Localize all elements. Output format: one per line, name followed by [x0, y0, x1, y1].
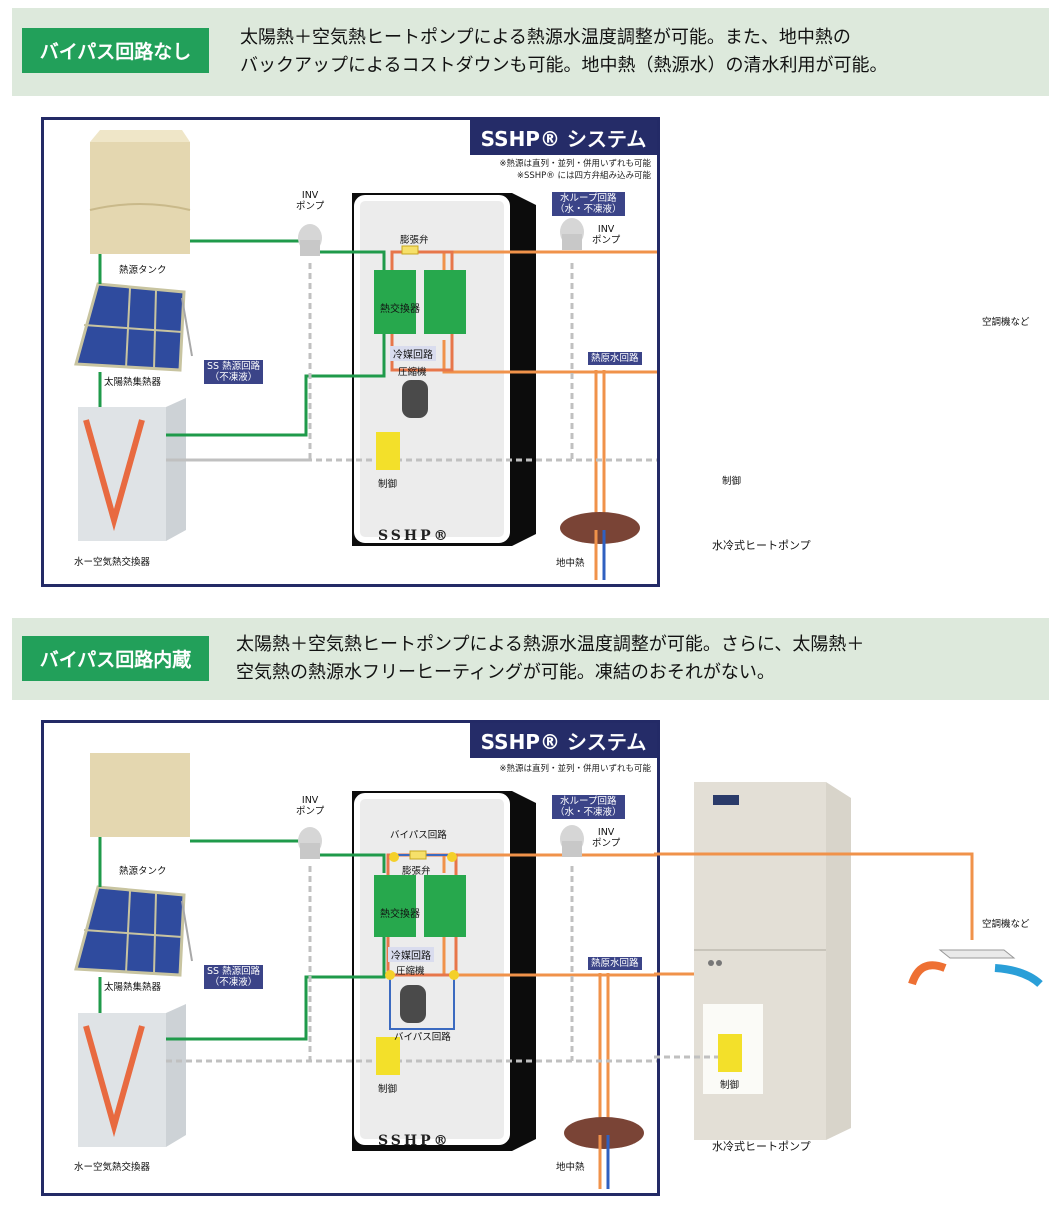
diagram-2-graphics	[74, 753, 657, 1189]
section2-desc-line2: 空気熱の熱源水フリーヒーティングが可能。凍結のおそれがない。	[236, 662, 775, 683]
solar-collector-label: 太陽熱集熱器	[104, 982, 162, 993]
compressor-label: 圧縮機	[396, 966, 425, 977]
inv-pump-label-2: INV ポンプ	[592, 827, 621, 849]
inv-pump-label-1: INV ポンプ	[296, 190, 325, 212]
control-label-2: 制御	[722, 476, 742, 487]
section1-desc-line2: バックアップによるコストダウンも可能。地中熱（熱源水）の清水利用が可能。	[240, 55, 888, 76]
heat-source-water-label: 熱原水回路	[588, 352, 642, 365]
air-hx-label: 水ー空気熱交換器	[74, 557, 151, 568]
note-series-parallel: ※熱源は直列・並列・併用いずれも可能	[499, 159, 651, 169]
system-title: SSHP® システム	[470, 120, 657, 155]
ss-circuit-label: SS 熱源回路 （不凍液）	[204, 360, 264, 384]
ss-circuit-label: SS 熱源回路 （不凍液）	[204, 965, 264, 989]
water-loop-label: 水ループ回路 （水・不凍液）	[552, 795, 625, 819]
inv-pump-label-1: INV ポンプ	[296, 795, 325, 817]
water-cooled-hp-label-2: 水冷式ヒートポンプ	[712, 1140, 811, 1153]
diagram-1-graphics	[74, 130, 657, 580]
system-diagram-1: SSHP® システム ※熱源は直列・並列・併用いずれも可能 ※SSHP® には四…	[41, 117, 660, 587]
compressor-label: 圧縮機	[398, 367, 427, 378]
system-title: SSHP® システム	[470, 723, 657, 758]
control-label-2: 制御	[720, 1080, 740, 1091]
heat-source-tank-label: 熱源タンク	[119, 265, 167, 276]
section1-tag: バイパス回路なし	[22, 28, 209, 73]
sshp-label: SSHP®	[378, 528, 451, 544]
sshp-label: SSHP®	[378, 1133, 451, 1149]
section2-tag: バイパス回路内蔵	[22, 636, 209, 681]
heat-exchanger-label: 熱交換器	[380, 304, 420, 315]
expansion-valve-label: 膨張弁	[400, 235, 429, 246]
note-series-parallel: ※熱源は直列・並列・併用いずれも可能	[499, 764, 651, 774]
heat-source-tank-label: 熱源タンク	[119, 866, 167, 877]
bypass-bottom-label: バイパス回路	[394, 1032, 451, 1043]
refrigerant-circuit-label: 冷媒回路	[390, 346, 436, 361]
water-cooled-hp-label-1: 水冷式ヒートポンプ	[712, 539, 811, 552]
section2-desc-line1: 太陽熱＋空気熱ヒートポンプによる熱源水温度調整が可能。さらに、太陽熱＋	[236, 634, 865, 655]
system-diagram-2: SSHP® システム ※熱源は直列・並列・併用いずれも可能 INV ポンプ 水ル…	[41, 720, 660, 1196]
aircon-label-1: 空調機など	[982, 317, 1030, 328]
expansion-valve-label: 膨張弁	[402, 866, 431, 877]
refrigerant-circuit-label: 冷媒回路	[388, 947, 434, 962]
air-hx-label: 水ー空気熱交換器	[74, 1162, 151, 1173]
heat-source-water-label: 熱原水回路	[588, 957, 642, 970]
geothermal-label: 地中熱	[556, 1162, 585, 1173]
control-label-1: 制御	[378, 479, 398, 490]
control-label-1: 制御	[378, 1084, 398, 1095]
heat-exchanger-label: 熱交換器	[380, 909, 420, 920]
note-four-way-valve: ※SSHP® には四方弁組み込み可能	[516, 171, 651, 181]
section1-desc-line1: 太陽熱＋空気熱ヒートポンプによる熱源水温度調整が可能。また、地中熱の	[240, 27, 851, 48]
solar-collector-label: 太陽熱集熱器	[104, 377, 162, 388]
bypass-top-label: バイパス回路	[390, 830, 447, 841]
inv-pump-label-2: INV ポンプ	[592, 224, 621, 246]
water-loop-label: 水ループ回路 （水・不凍液）	[552, 192, 625, 216]
geothermal-label: 地中熱	[556, 558, 585, 569]
aircon-label-2: 空調機など	[982, 919, 1030, 930]
